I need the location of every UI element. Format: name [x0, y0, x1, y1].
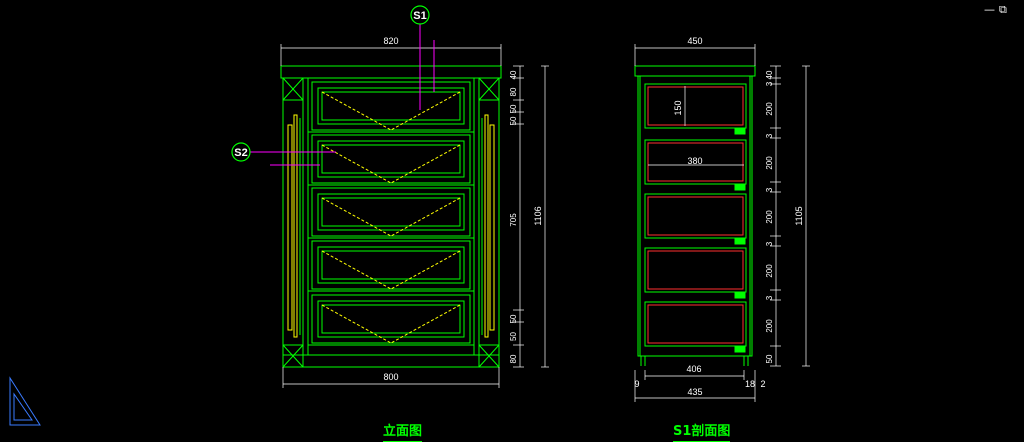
- section-drawer: [644, 301, 747, 353]
- dim-height-total: 1106: [533, 206, 543, 225]
- sec-dim-bottom-w2: 435: [687, 387, 702, 397]
- sec-dim-bottom-w1: 406: [686, 364, 701, 374]
- sec-dim-bottom-r1: 18: [745, 379, 755, 389]
- sec-dim-segment-label: 200: [765, 264, 774, 278]
- sec-dim-segment-label: 200: [765, 156, 774, 170]
- front-elevation-title: 立面图: [383, 420, 423, 442]
- dim-segment-label: 80: [509, 354, 518, 363]
- drawer-hatch: [321, 197, 461, 237]
- section-dimensions: [634, 44, 810, 402]
- dim-width-bottom: 800: [383, 372, 398, 382]
- sec-dim-segment-label: 3: [765, 295, 774, 300]
- drawer-hatch: [321, 91, 461, 131]
- sec-dim-height-total: 1105: [794, 206, 804, 225]
- dim-segment-label: 80: [509, 87, 518, 96]
- sec-dim-bottom-left: 9: [634, 379, 639, 389]
- top-cornice: [280, 65, 502, 79]
- drawer-front: [308, 187, 474, 239]
- side-columns: [287, 114, 495, 338]
- sec-dim-segment-label: 3: [765, 187, 774, 192]
- dim-segment-label: 40: [509, 70, 518, 79]
- drawer-hatch: [321, 144, 461, 184]
- dim-segment-label: 705: [509, 213, 518, 227]
- sec-dim-segment-label: 200: [765, 319, 774, 333]
- section-marker-s2: S2: [231, 142, 336, 166]
- section-drawer: [644, 247, 747, 299]
- sec-dim-segment-label: 40: [765, 70, 774, 79]
- drawer-front: [308, 240, 474, 292]
- dim-segment-label: 50: [509, 314, 518, 323]
- drawer-front: [308, 294, 474, 346]
- dim-segment-label: 50: [509, 332, 518, 341]
- dim-width-top: 820: [383, 36, 398, 46]
- ucs-icon: [9, 376, 41, 426]
- sec-dim-segment-label: 200: [765, 210, 774, 224]
- sec-dim-segment-label: 3: [765, 133, 774, 138]
- restore-icon[interactable]: ⧉: [999, 3, 1007, 16]
- section-drawer: [644, 193, 747, 245]
- sec-dim-bottom-r2: 2: [760, 379, 765, 389]
- section-marker-s1: S1: [410, 5, 435, 110]
- section-view: [634, 65, 756, 366]
- section-body: [637, 75, 753, 357]
- section-drawer: [644, 83, 747, 135]
- sec-dim-inner-h: 150: [673, 100, 683, 115]
- sec-dim-segment-label: 3: [765, 241, 774, 246]
- section-top: [634, 65, 756, 77]
- minimize-icon[interactable]: —: [984, 3, 995, 16]
- front-elevation: [280, 65, 502, 368]
- section-title: S1剖面图: [673, 420, 731, 442]
- dim-segment-label: 50: [509, 116, 518, 125]
- sec-dim-segment-label: 200: [765, 102, 774, 116]
- marker-s1-label: S1: [413, 10, 426, 22]
- sec-dim-inner-w: 380: [687, 156, 702, 166]
- dim-segment-label: 50: [509, 104, 518, 113]
- drawer-front: [308, 81, 474, 133]
- marker-s2-label: S2: [234, 147, 247, 159]
- drawer-hatch: [321, 250, 461, 290]
- sec-dim-segment-label: 50: [765, 354, 774, 363]
- drawer-front: [308, 134, 474, 186]
- drawer-hatch: [321, 304, 461, 344]
- sec-dim-width-top: 450: [687, 36, 702, 46]
- front-dimensions: [280, 44, 549, 388]
- sec-dim-segment-label: 3: [765, 81, 774, 86]
- cabinet-body: [282, 77, 500, 368]
- section-drawer: [644, 139, 747, 191]
